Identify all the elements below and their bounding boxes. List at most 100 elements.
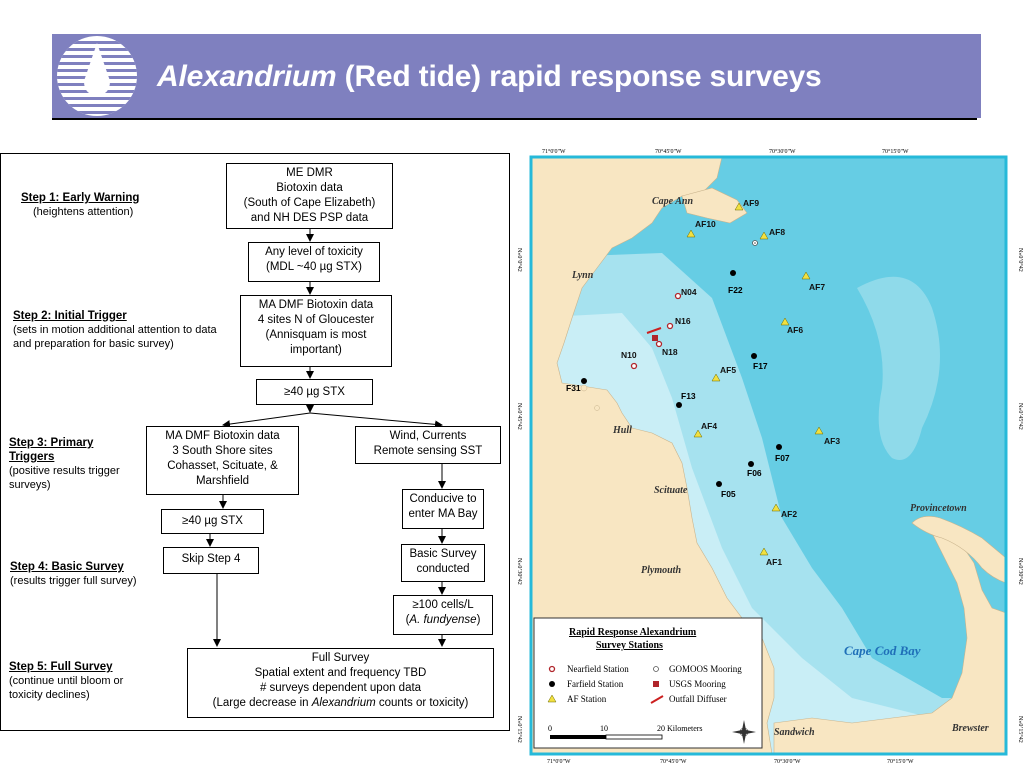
usgs-legend-icon [653, 681, 659, 687]
station-label: AF5 [720, 365, 736, 375]
box-line: conducted [416, 563, 470, 575]
step-2: Step 2: Initial Trigger (sets in motion … [13, 309, 223, 351]
farfield-station-marker [716, 481, 722, 487]
scale-label: 20 Kilometers [657, 724, 703, 733]
box-me-dmr: ME DMR Biotoxin data (South of Cape Eliz… [226, 163, 393, 229]
legend-item: GOMOOS Mooring [669, 664, 742, 674]
station-label: N18 [662, 347, 678, 357]
box-skip-step4: Skip Step 4 [163, 547, 259, 574]
text-part: counts or toxicity) [375, 697, 469, 709]
lat-label: N»0’15°42 [1017, 716, 1024, 743]
lon-label: 70°45'0"W [660, 758, 687, 765]
legend-item: USGS Mooring [669, 679, 726, 689]
legend-item: Farfield Station [567, 679, 624, 689]
lat-label: N»0’30°42 [1017, 558, 1024, 585]
box-cells: ≥100 cells/L (A. fundyense) [393, 595, 493, 635]
station-label: AF7 [809, 282, 825, 292]
map-frame [529, 155, 1008, 756]
box-line: MA DMF Biotoxin data [258, 299, 374, 311]
text-part: Alexandrium [311, 697, 376, 709]
station-label: F05 [721, 489, 736, 499]
station-label: AF6 [787, 325, 803, 335]
flowchart-panel [0, 153, 510, 731]
af-station-marker [686, 229, 696, 238]
legend-title: Survey Stations [596, 640, 663, 651]
box-line: (A. fundyense) [405, 614, 481, 626]
step-title: Step 1: Early Warning [21, 192, 140, 204]
box-stx40-b: ≥40 µg STX [161, 509, 264, 534]
box-line: and NH DES PSP data [250, 212, 369, 224]
step-3: Step 3: Primary Triggers (positive resul… [9, 436, 134, 492]
farfield-station-marker [748, 461, 754, 467]
lat-label: N»0’0°42 [1017, 248, 1024, 272]
box-ma-dmf-gloucester: MA DMF Biotoxin data 4 sites N of Glouce… [240, 295, 392, 367]
station-label: AF9 [743, 198, 759, 208]
species-name: A. fundyense [409, 614, 477, 626]
title-rest: (Red tide) rapid response surveys [336, 60, 822, 93]
step-desc: (positive results trigger surveys) [9, 465, 120, 491]
gomoos-legend-icon [653, 666, 659, 672]
box-line: Skip Step 4 [181, 553, 241, 565]
usgs-mooring-marker [652, 335, 658, 341]
box-line: Marshfield [195, 475, 250, 487]
box-line: enter MA Bay [408, 508, 478, 520]
lon-label: 70°45'0"W [655, 148, 682, 155]
island [580, 384, 588, 392]
station-label: N16 [675, 316, 691, 326]
station-label: AF8 [769, 227, 785, 237]
lon-label: 70°15'0"W [887, 758, 914, 765]
af-station-marker [759, 231, 769, 240]
place-label: Plymouth [641, 565, 681, 576]
box-line: MA DMF Biotoxin data [165, 430, 280, 442]
box-stx40-a: ≥40 µg STX [256, 379, 373, 405]
station-label: AF1 [766, 557, 782, 567]
box-any-level: Any level of toxicity (MDL ~40 µg STX) [248, 242, 380, 282]
outfall-legend-icon [650, 695, 664, 704]
box-conducive: Conducive to enter MA Bay [402, 489, 484, 529]
scale-bar [550, 735, 606, 739]
step-title: Step 4: Basic Survey [10, 561, 124, 573]
lon-label: 71°0'0"W [542, 148, 566, 155]
place-label: Hull [612, 425, 632, 436]
box-line: ≥40 µg STX [182, 515, 243, 527]
box-line: important) [290, 344, 342, 356]
af-station-marker [734, 202, 744, 211]
place-label: Provincetown [910, 503, 967, 514]
lat-label: N»0’45°42 [516, 403, 523, 430]
lat-label: N»0’45°42 [1017, 403, 1024, 430]
legend-item: Nearfield Station [567, 664, 629, 674]
place-label: Lynn [571, 270, 594, 281]
station-label: N04 [681, 287, 697, 297]
scale-label: 0 [548, 724, 552, 733]
af-station-marker [711, 373, 721, 382]
lon-label: 70°30'0"W [774, 758, 801, 765]
box-line: ME DMR [286, 167, 333, 179]
station-label: N10 [621, 350, 637, 360]
page-title: Alexandrium (Red tide) rapid response su… [157, 60, 822, 94]
station-label: F06 [747, 468, 762, 478]
farfield-station-marker [751, 353, 757, 359]
box-line: 3 South Shore sites [172, 445, 273, 457]
nearfield-station-marker [630, 362, 638, 370]
place-label: Cape Cod Bay [844, 643, 921, 658]
box-line: Wind, Currents [389, 430, 467, 442]
af-legend-icon [547, 694, 557, 703]
place-label: Sandwich [774, 727, 815, 738]
box-line: # surveys dependent upon data [259, 682, 422, 694]
step-desc: (results trigger full survey) [10, 575, 137, 587]
place-label: Scituate [654, 485, 688, 496]
farfield-station-marker [581, 378, 587, 384]
box-line: ≥40 µg STX [284, 386, 345, 398]
station-label: AF10 [695, 219, 716, 229]
step-4: Step 4: Basic Survey (results trigger fu… [10, 560, 160, 588]
map-legend: Rapid Response Alexandrium Survey Statio… [533, 617, 763, 749]
lon-label: 70°30'0"W [769, 148, 796, 155]
station-label: AF3 [824, 436, 840, 446]
af-station-marker [693, 429, 703, 438]
af-station-marker [759, 547, 769, 556]
af-station-marker [814, 426, 824, 435]
box-line: (Large decrease in Alexandrium counts or… [188, 696, 493, 711]
box-line: Cohasset, Scituate, & [167, 460, 278, 472]
box-wind-currents: Wind, Currents Remote sensing SST [355, 426, 501, 464]
legend-item: AF Station [567, 694, 607, 704]
